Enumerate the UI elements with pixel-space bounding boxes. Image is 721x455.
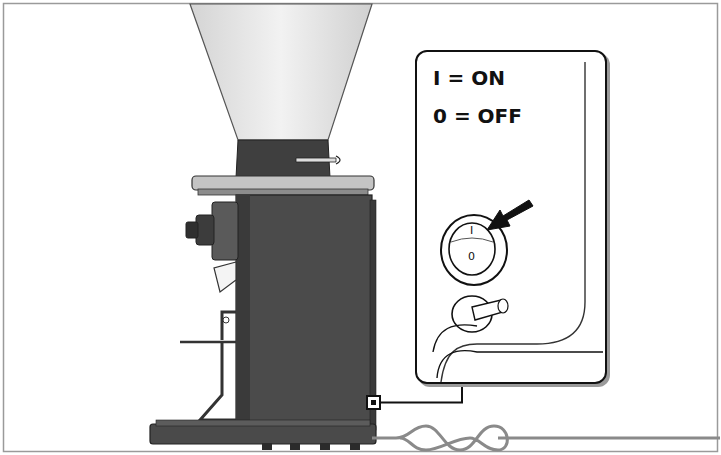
grinder-body <box>236 195 372 440</box>
knob-end <box>498 299 508 313</box>
switch-position-dot <box>371 400 376 405</box>
bean-hopper <box>190 4 372 140</box>
top-plate-lip <box>198 189 368 195</box>
callout-box: I = ON 0 = OFF I 0 <box>415 50 607 384</box>
hopper-slide <box>296 158 336 162</box>
adjust-knob-cap <box>186 222 198 238</box>
switch-rocker <box>449 223 495 275</box>
top-plate <box>192 176 374 190</box>
fork-arm <box>200 342 236 420</box>
switch-legend-text: 0 = OFF <box>433 104 589 128</box>
grinder-base <box>150 424 376 444</box>
cord-inlet <box>433 325 603 378</box>
adjust-knob <box>196 215 214 245</box>
fork-bracket <box>222 312 236 340</box>
switch-mark: I <box>470 224 473 237</box>
switch-position-marker <box>367 396 380 409</box>
switch-legend-text: I = ON <box>433 66 589 90</box>
coffee-spout <box>214 262 236 292</box>
fork-screw <box>223 317 229 323</box>
power-cord-tail <box>498 437 720 440</box>
drip-tray <box>156 420 370 426</box>
rocker-shade <box>451 238 493 242</box>
adjust-housing <box>212 202 238 260</box>
switch-detail <box>417 52 605 382</box>
leader-line <box>380 384 462 403</box>
pointer-arrow <box>487 200 533 230</box>
base-feet <box>262 443 360 450</box>
frame <box>4 4 718 452</box>
slide-handle <box>336 156 340 164</box>
power-cord <box>372 426 507 450</box>
fork-bar <box>180 341 236 344</box>
switch-mark: 0 <box>468 250 475 263</box>
